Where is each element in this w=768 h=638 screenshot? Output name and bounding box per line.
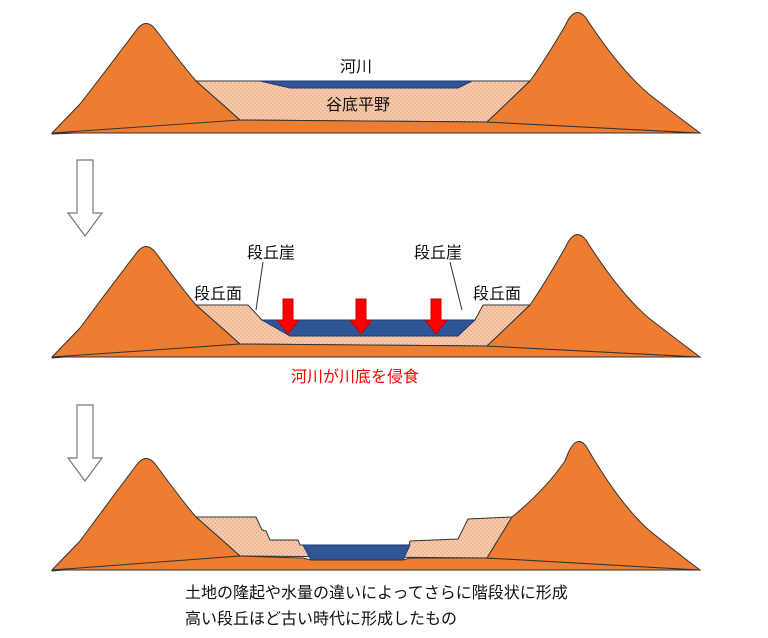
stage-2-erosion: 段丘崖 段丘崖 段丘面 段丘面 河川が川底を侵食 [51,234,702,386]
erosion-caption: 河川が川底を侵食 [291,367,419,386]
caption-line-2: 高い段丘ほど古い時代に形成したもの [185,609,458,628]
pointer-line [449,261,463,311]
down-arrow-red-icon [348,298,374,335]
river-water [302,544,411,561]
down-arrow-icon [66,404,104,483]
mountain-left [51,458,242,572]
river-label: 河川 [340,57,372,76]
river-water [260,319,477,337]
river-water [259,80,473,89]
terrace-surface-label-right: 段丘面 [473,284,521,303]
caption-line-1: 土地の隆起や水量の違いによってさらに階段状に形成 [185,583,568,602]
terrace-surface-label-left: 段丘面 [194,284,242,303]
mountain-right [486,441,702,571]
mountain-right [485,234,702,358]
pointer-line [255,261,264,311]
terrace-cliff-label-right: 段丘崖 [414,243,462,262]
down-arrow-icon [66,159,104,238]
mountain-left [51,246,242,359]
stage-3-stepped-terraces [51,441,702,572]
down-arrow-red-icon [275,298,301,335]
valley-plain-label: 谷底平野 [326,95,390,114]
mountain-right [485,12,702,134]
down-arrow-red-icon [423,298,449,335]
stage-1-valley-plain: 河川 谷底平野 [51,12,702,135]
terrace-cliff-label-left: 段丘崖 [247,243,295,262]
mountain-left [51,23,301,135]
